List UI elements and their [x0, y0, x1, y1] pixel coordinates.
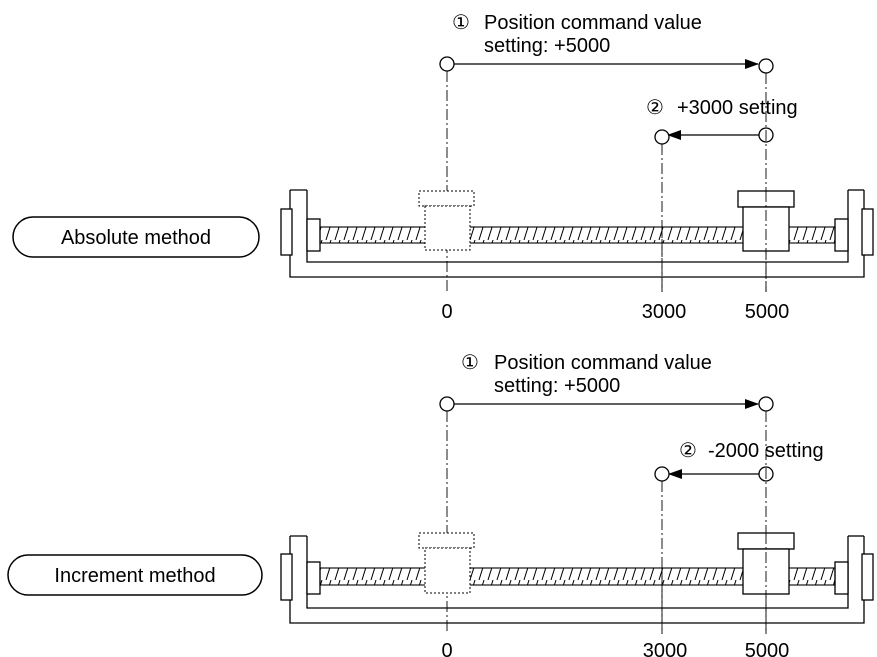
step1-label-line1: Position command value: [494, 352, 712, 374]
tick-label-3000: 3000: [643, 640, 688, 657]
tick-label-3000: 3000: [642, 301, 687, 323]
tick-label-5000: 5000: [745, 301, 790, 323]
initial-carriage-outline: [418, 190, 475, 207]
step1-marker: ①: [461, 352, 479, 374]
target-position-marker: [758, 58, 774, 74]
panel-absolute: Absolute method ① Position command value…: [12, 12, 874, 323]
method-label-text: Absolute method: [61, 227, 211, 249]
tick-label-5000: 5000: [745, 640, 790, 657]
left-bearing: [306, 561, 321, 595]
method-label-text: Increment method: [54, 565, 215, 587]
step2-label: +3000 setting: [677, 97, 798, 119]
method-label: Increment method: [7, 554, 263, 596]
tick-label-0: 0: [441, 301, 452, 323]
ball-screw-assembly: [280, 189, 874, 278]
method-label: Absolute method: [12, 216, 260, 258]
step1-label-line2: setting: +5000: [484, 35, 610, 57]
left-end-cap: [280, 208, 293, 256]
left-bearing: [306, 218, 321, 252]
step1-label-line1: Position command value: [484, 12, 702, 34]
step1-marker: ①: [452, 12, 470, 34]
right-end-cap: [861, 553, 874, 601]
step2-marker: ②: [679, 440, 697, 462]
step2-marker: ②: [646, 97, 664, 119]
start-position-marker: [439, 396, 455, 412]
panel-increment: Increment method ① Position command valu…: [7, 352, 874, 657]
tick-label-0: 0: [441, 640, 452, 657]
right-bearing: [834, 218, 849, 252]
start-position-marker: [439, 56, 455, 72]
step1-label-line2: setting: +5000: [494, 375, 620, 397]
target-position-marker: [758, 396, 774, 412]
step2-end-marker: [654, 466, 670, 482]
right-end-cap: [861, 208, 874, 256]
left-end-cap: [280, 553, 293, 601]
ball-screw-assembly: [280, 532, 874, 624]
right-bearing: [834, 561, 849, 595]
initial-carriage-outline: [418, 532, 475, 549]
step2-end-marker: [654, 129, 670, 145]
